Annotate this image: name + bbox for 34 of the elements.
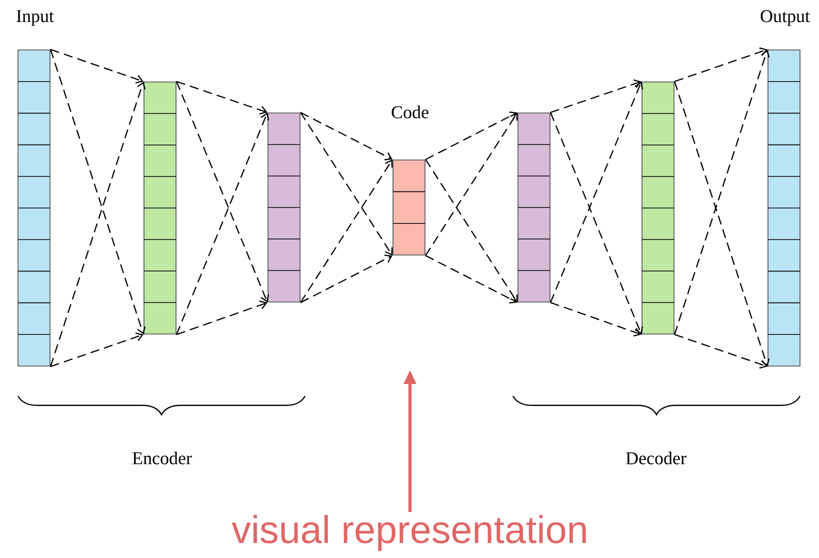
group-label: Encoder — [132, 452, 192, 464]
dashed-arrow — [176, 300, 268, 336]
vector-bar — [143, 81, 177, 335]
vector-bar — [641, 81, 675, 335]
dashed-arrow — [550, 112, 644, 335]
dashed-arrow — [425, 112, 518, 160]
layer-label: Output — [760, 10, 810, 26]
vector-bar — [267, 112, 301, 303]
dashed-arrow — [176, 80, 268, 115]
group-label: Decoder — [626, 452, 686, 464]
dashed-arrow — [674, 334, 768, 369]
dashed-arrow — [674, 47, 768, 82]
caption-text: visual representation — [232, 514, 586, 552]
layer-label: Input — [16, 10, 54, 26]
dashed-arrow — [176, 81, 270, 303]
dashed-arrow — [425, 159, 518, 303]
dashed-arrow — [300, 159, 393, 303]
vector-bar — [517, 112, 551, 303]
dashed-arrow — [50, 332, 144, 368]
dashed-arrow — [50, 49, 146, 335]
dashed-arrow — [50, 81, 146, 367]
dashed-arrow — [300, 254, 392, 304]
dashed-arrow — [300, 112, 393, 256]
dashed-arrow — [300, 112, 392, 160]
dashed-arrow — [674, 49, 770, 335]
dashed-arrow — [176, 112, 270, 335]
dashed-arrow — [550, 79, 642, 114]
dashed-arrow — [550, 81, 644, 303]
dashed-arrow — [425, 255, 518, 304]
layer-label: Code — [392, 106, 428, 118]
dashed-arrow — [550, 302, 642, 337]
dashed-arrow — [50, 48, 144, 84]
dashed-arrow — [425, 112, 518, 256]
dashed-arrow — [674, 81, 770, 367]
